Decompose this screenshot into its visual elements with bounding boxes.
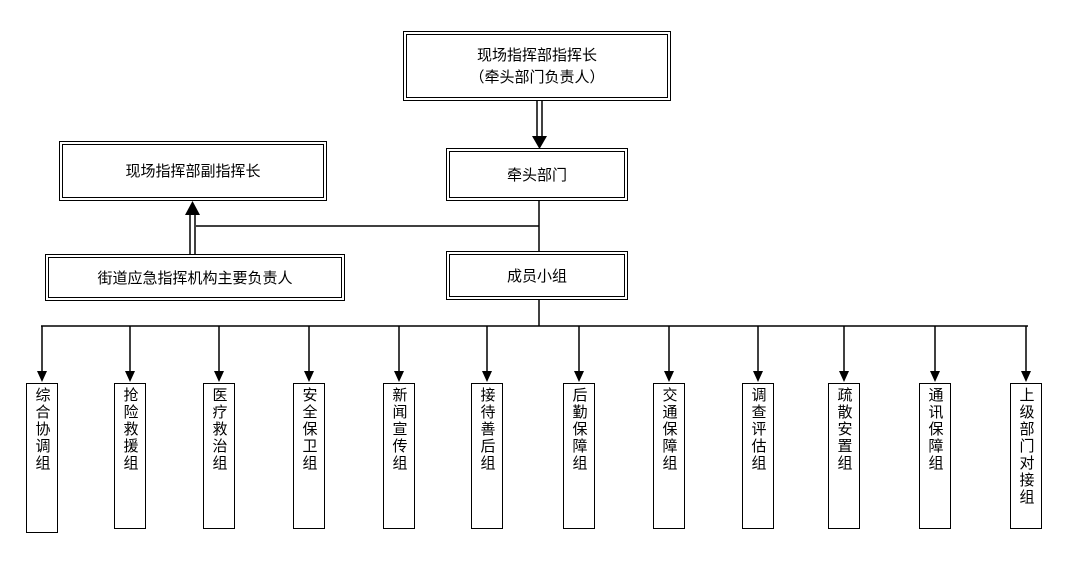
subdistrict-label: 街道应急指挥机构主要负责人 — [97, 268, 293, 287]
group-arrow-head — [214, 371, 224, 382]
group-label: 上级部门对接组 — [1017, 387, 1036, 506]
chief-subtitle: （牵头部门负责人） — [469, 68, 605, 86]
group-arrow-head — [930, 371, 940, 382]
group-arrow-head — [304, 371, 314, 382]
deputy-label: 现场指挥部副指挥长 — [125, 162, 261, 180]
group-arrow-head — [125, 371, 135, 382]
members-label: 成员小组 — [506, 266, 567, 285]
deputy-box: 现场指挥部副指挥长 — [59, 141, 327, 201]
group-label: 新闻宣传组 — [390, 387, 409, 472]
group-arrow-head — [753, 371, 763, 382]
group-label: 接待善后组 — [478, 387, 497, 472]
group-box: 后勤保障组 — [563, 383, 595, 529]
group-box: 新闻宣传组 — [383, 383, 415, 529]
chief-box: 现场指挥部指挥长 （牵头部门负责人） — [403, 31, 671, 101]
group-label: 疏散安置组 — [835, 387, 854, 472]
group-label: 医疗救治组 — [210, 387, 229, 472]
group-arrow-head — [839, 371, 849, 382]
chief-title: 现场指挥部指挥长 — [476, 46, 597, 64]
subdistrict-box: 街道应急指挥机构主要负责人 — [45, 254, 345, 301]
group-arrow-head — [574, 371, 584, 382]
group-arrow-head — [664, 371, 674, 382]
group-box: 安全保卫组 — [293, 383, 325, 529]
group-label: 综合协调组 — [33, 387, 52, 472]
lead-dept-box: 牵头部门 — [446, 148, 628, 201]
group-box: 通讯保障组 — [919, 383, 951, 529]
chief-to-lead-arrow — [532, 101, 547, 149]
group-label: 安全保卫组 — [300, 387, 319, 472]
group-box: 医疗救治组 — [203, 383, 235, 529]
group-box: 交通保障组 — [653, 383, 685, 529]
group-box: 抢险救援组 — [114, 383, 146, 529]
group-box: 综合协调组 — [26, 383, 58, 533]
subdistrict-to-deputy-arrow — [185, 201, 200, 254]
group-label: 抢险救援组 — [121, 387, 140, 472]
group-box: 上级部门对接组 — [1010, 383, 1042, 529]
group-box: 调查评估组 — [742, 383, 774, 529]
group-label: 后勤保障组 — [570, 387, 589, 472]
group-label: 交通保障组 — [660, 387, 679, 472]
group-box: 疏散安置组 — [828, 383, 860, 529]
group-arrows — [37, 326, 1031, 382]
lead-dept-label: 牵头部门 — [506, 165, 567, 184]
group-box: 接待善后组 — [471, 383, 503, 529]
group-arrow-head — [482, 371, 492, 382]
group-label: 调查评估组 — [749, 387, 768, 472]
members-box: 成员小组 — [446, 251, 628, 300]
group-arrow-head — [37, 371, 47, 382]
group-arrow-head — [394, 371, 404, 382]
group-label: 通讯保障组 — [926, 387, 945, 472]
group-arrow-head — [1021, 371, 1031, 382]
